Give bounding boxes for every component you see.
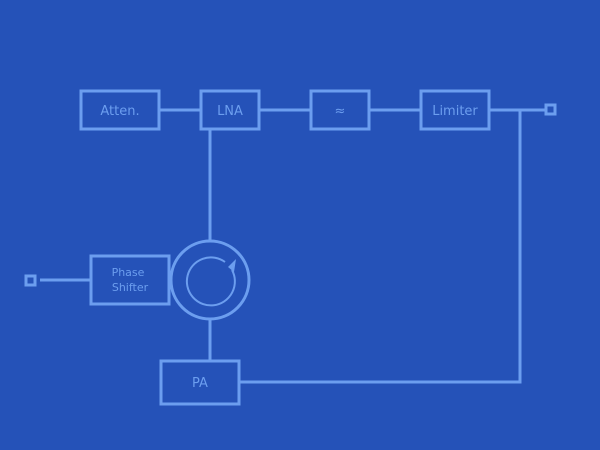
block-lna: LNA: [199, 89, 261, 131]
circulator: [169, 239, 251, 321]
circulator-arc: [185, 256, 236, 307]
block-limiter: Limiter: [419, 89, 491, 131]
block-pa: PA: [159, 359, 241, 406]
circulator-arrow-icon: [228, 259, 236, 272]
phase-label-line2: Shifter: [112, 281, 149, 294]
output-port: [544, 103, 557, 116]
wire-feedback: [240, 110, 522, 384]
input-port: [24, 274, 37, 287]
wires: [40, 108, 546, 384]
pa-label: PA: [192, 376, 208, 391]
atten-label: Atten.: [100, 104, 139, 119]
block-filter: ≈: [309, 89, 371, 131]
filter-symbol: ≈: [335, 104, 346, 119]
limiter-label: Limiter: [432, 104, 478, 119]
block-phase-shifter: Phase Shifter: [89, 254, 171, 306]
lna-label: LNA: [217, 104, 243, 119]
phase-label-line1: Phase: [112, 266, 145, 279]
block-atten: Atten.: [79, 89, 161, 131]
